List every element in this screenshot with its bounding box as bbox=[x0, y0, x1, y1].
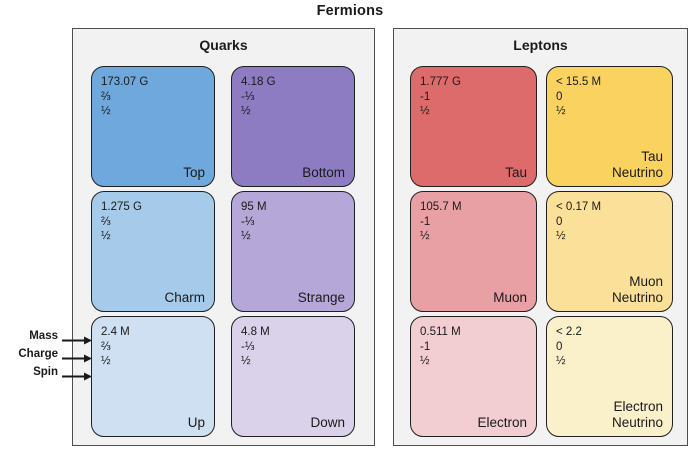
particle-spin: ½ bbox=[241, 355, 251, 367]
particle-name: Down bbox=[310, 414, 345, 430]
particle-card-bottom[interactable]: 4.18 G -⅓ ½ Bottom bbox=[231, 66, 355, 187]
particle-name: Top bbox=[183, 164, 205, 180]
particle-charge: 0 bbox=[556, 215, 563, 228]
particle-properties: 105.7 M -1 ½ bbox=[420, 200, 527, 244]
particle-mass: 105.7 M bbox=[420, 201, 462, 213]
particle-mass: < 2.2 bbox=[556, 326, 582, 338]
annotation-row-mass: Mass bbox=[0, 329, 92, 347]
particle-card-electron-neutrino[interactable]: < 2.2 0 ½ Electron Neutrino bbox=[546, 316, 673, 437]
particle-name: Electron Neutrino bbox=[611, 399, 663, 430]
particle-properties: < 0.17 M 0 ½ bbox=[556, 200, 663, 244]
particle-properties: 0.511 M -1 ½ bbox=[420, 325, 527, 369]
annotation-label-mass: Mass bbox=[29, 330, 58, 342]
particle-card-muon-neutrino[interactable]: < 0.17 M 0 ½ Muon Neutrino bbox=[546, 191, 673, 312]
group-title-quarks: Quarks bbox=[199, 37, 248, 53]
column-leptons-charged: 1.777 G -1 ½ Tau 105.7 M -1 ½ Muon 0.511… bbox=[410, 66, 537, 437]
particle-mass: 95 M bbox=[241, 201, 267, 213]
particle-charge: -1 bbox=[420, 215, 431, 228]
particle-properties: 1.275 G ⅔ ½ bbox=[101, 200, 205, 244]
group-panel-quarks: Quarks 173.07 G ⅔ ½ Top 1.275 G ⅔ ½ Char… bbox=[72, 28, 375, 446]
particle-charge: -⅓ bbox=[241, 215, 255, 228]
particle-name: Bottom bbox=[302, 164, 345, 180]
particle-name: Tau bbox=[505, 164, 527, 180]
particle-charge: ⅔ bbox=[101, 90, 111, 103]
particle-spin: ½ bbox=[101, 355, 111, 367]
particle-mass: 4.8 M bbox=[241, 326, 270, 338]
annotation-row-spin: Spin bbox=[0, 365, 92, 383]
particle-name: Tau Neutrino bbox=[611, 149, 663, 180]
particle-charge: -1 bbox=[420, 90, 431, 103]
particle-card-muon[interactable]: 105.7 M -1 ½ Muon bbox=[410, 191, 537, 312]
particle-charge: ⅔ bbox=[101, 340, 111, 353]
particle-charge: -⅓ bbox=[241, 340, 255, 353]
particle-spin: ½ bbox=[556, 105, 566, 117]
particle-mass: 173.07 G bbox=[101, 76, 149, 88]
particle-card-down[interactable]: 4.8 M -⅓ ½ Down bbox=[231, 316, 355, 437]
particle-card-charm[interactable]: 1.275 G ⅔ ½ Charm bbox=[91, 191, 215, 312]
column-quarks-up-type: 173.07 G ⅔ ½ Top 1.275 G ⅔ ½ Charm 2.4 M… bbox=[91, 66, 215, 437]
particle-spin: ½ bbox=[556, 355, 566, 367]
particle-properties: 95 M -⅓ ½ bbox=[241, 200, 345, 244]
annotation-label-charge: Charge bbox=[18, 348, 58, 360]
group-panel-leptons: Leptons 1.777 G -1 ½ Tau 105.7 M -1 ½ Mu… bbox=[393, 28, 688, 446]
particle-spin: ½ bbox=[420, 355, 430, 367]
particle-name: Electron bbox=[477, 414, 527, 430]
particle-mass: 1.275 G bbox=[101, 201, 142, 213]
particle-spin: ½ bbox=[241, 230, 251, 242]
particle-card-tau-neutrino[interactable]: < 15.5 M 0 ½ Tau Neutrino bbox=[546, 66, 673, 187]
particle-card-tau[interactable]: 1.777 G -1 ½ Tau bbox=[410, 66, 537, 187]
particle-properties: 4.18 G -⅓ ½ bbox=[241, 75, 345, 119]
particle-mass: 1.777 G bbox=[420, 76, 461, 88]
arrow-right-icon bbox=[62, 368, 92, 381]
annotation-row-charge: Charge bbox=[0, 347, 92, 365]
particle-spin: ½ bbox=[101, 105, 111, 117]
particle-properties: < 2.2 0 ½ bbox=[556, 325, 663, 369]
page-title: Fermions bbox=[316, 3, 384, 19]
particle-spin: ½ bbox=[420, 230, 430, 242]
particle-properties: 1.777 G -1 ½ bbox=[420, 75, 527, 119]
particle-spin: ½ bbox=[420, 105, 430, 117]
particle-spin: ½ bbox=[241, 105, 251, 117]
particle-spin: ½ bbox=[101, 230, 111, 242]
group-title-leptons: Leptons bbox=[513, 37, 568, 53]
particle-card-electron[interactable]: 0.511 M -1 ½ Electron bbox=[410, 316, 537, 437]
particle-charge: 0 bbox=[556, 90, 563, 103]
particle-charge: -1 bbox=[420, 340, 431, 353]
particle-card-up[interactable]: 2.4 M ⅔ ½ Up bbox=[91, 316, 215, 437]
particle-properties: 173.07 G ⅔ ½ bbox=[101, 75, 205, 119]
particle-card-strange[interactable]: 95 M -⅓ ½ Strange bbox=[231, 191, 355, 312]
particle-charge: ⅔ bbox=[101, 215, 111, 228]
particle-mass: 2.4 M bbox=[101, 326, 130, 338]
particle-name: Muon Neutrino bbox=[611, 274, 663, 305]
particle-mass: < 15.5 M bbox=[556, 76, 602, 88]
column-leptons-neutrinos: < 15.5 M 0 ½ Tau Neutrino < 0.17 M 0 ½ M… bbox=[546, 66, 673, 437]
particle-properties: < 15.5 M 0 ½ bbox=[556, 75, 663, 119]
arrow-right-icon bbox=[62, 350, 92, 363]
particle-mass: < 0.17 M bbox=[556, 201, 602, 213]
particle-name: Up bbox=[187, 414, 205, 430]
particle-name: Strange bbox=[297, 289, 345, 305]
column-quarks-down-type: 4.18 G -⅓ ½ Bottom 95 M -⅓ ½ Strange 4.8… bbox=[231, 66, 355, 437]
particle-properties: 2.4 M ⅔ ½ bbox=[101, 325, 205, 369]
particle-charge: -⅓ bbox=[241, 90, 255, 103]
particle-mass: 4.18 G bbox=[241, 76, 276, 88]
particle-card-top[interactable]: 173.07 G ⅔ ½ Top bbox=[91, 66, 215, 187]
annotation-label-spin: Spin bbox=[33, 366, 58, 378]
particle-properties: 4.8 M -⅓ ½ bbox=[241, 325, 345, 369]
particle-spin: ½ bbox=[556, 230, 566, 242]
particle-name: Muon bbox=[493, 289, 527, 305]
particle-mass: 0.511 M bbox=[420, 326, 461, 338]
property-annotations: Mass Charge Spin bbox=[0, 329, 92, 383]
particle-charge: 0 bbox=[556, 340, 563, 353]
particle-name: Charm bbox=[164, 289, 205, 305]
arrow-right-icon bbox=[62, 332, 92, 345]
